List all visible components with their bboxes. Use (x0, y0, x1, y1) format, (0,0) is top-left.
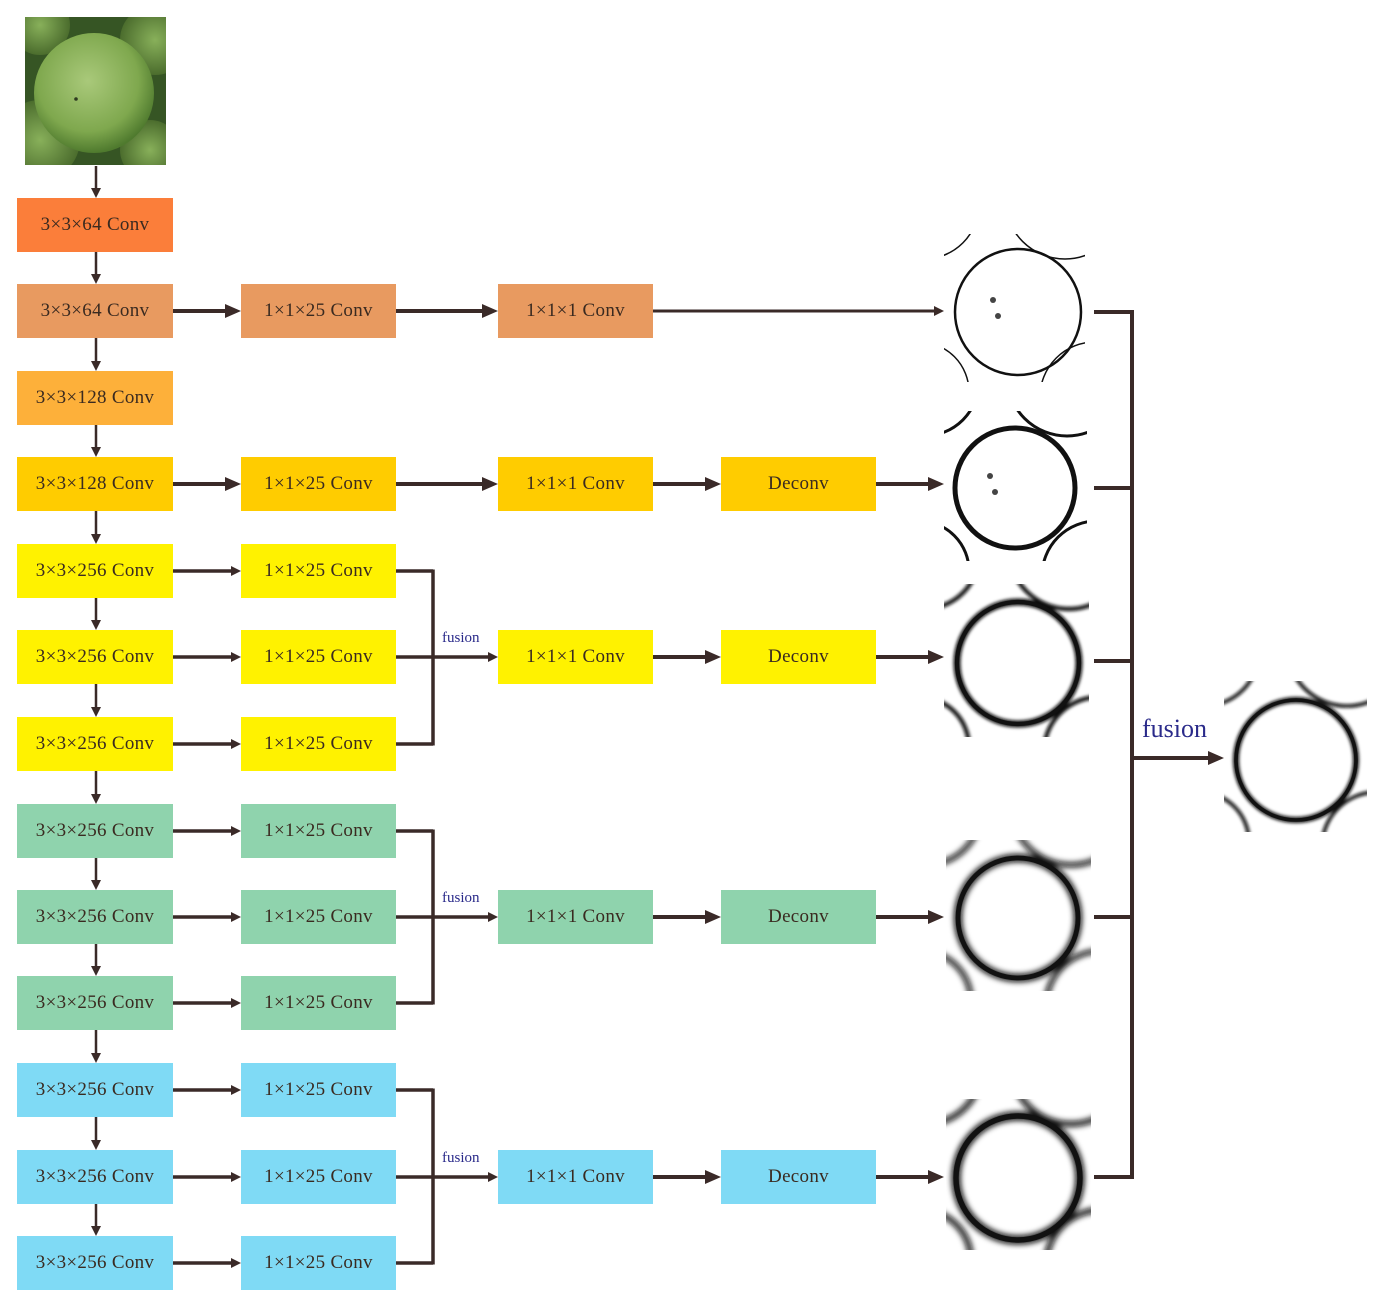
arrowhead (934, 306, 944, 316)
arrowhead (482, 304, 498, 318)
backbone-conv-5: 3×3×256 Conv (17, 544, 173, 598)
score-conv-stage-5: 1×1×1 Conv (498, 1150, 653, 1204)
side-conv-12: 1×1×25 Conv (241, 1150, 396, 1204)
side-conv-5: 1×1×25 Conv (241, 544, 396, 598)
arrowhead (488, 912, 498, 922)
side-conv-11: 1×1×25 Conv (241, 1063, 396, 1117)
arrowhead (928, 477, 944, 491)
side-conv-9: 1×1×25 Conv (241, 890, 396, 944)
arrowhead (91, 188, 101, 198)
arrowhead (928, 650, 944, 664)
side-conv-6: 1×1×25 Conv (241, 630, 396, 684)
arrowhead (231, 1085, 241, 1095)
backbone-conv-6: 3×3×256 Conv (17, 630, 173, 684)
arrowhead (231, 1172, 241, 1182)
side-conv-10: 1×1×25 Conv (241, 976, 396, 1030)
deconv-stage-3: Deconv (721, 630, 876, 684)
backbone-conv-8: 3×3×256 Conv (17, 804, 173, 858)
score-conv-stage-1: 1×1×1 Conv (498, 284, 653, 338)
stage-fusion-label: fusion (442, 630, 480, 646)
arrowhead (91, 274, 101, 284)
arrowhead (231, 566, 241, 576)
score-conv-stage-3: 1×1×1 Conv (498, 630, 653, 684)
arrowhead (231, 998, 241, 1008)
side-output-image-5 (946, 1099, 1091, 1250)
side-output-image-1 (944, 234, 1085, 382)
arrowhead (225, 304, 241, 318)
deconv-stage-4: Deconv (721, 890, 876, 944)
arrowhead (225, 477, 241, 491)
arrowhead (91, 447, 101, 457)
arrowhead (928, 910, 944, 924)
stage-fusion-label: fusion (442, 890, 480, 906)
arrowhead (231, 652, 241, 662)
backbone-conv-10: 3×3×256 Conv (17, 976, 173, 1030)
stage-fusion-label: fusion (442, 1150, 480, 1166)
arrowhead (705, 910, 721, 924)
arrowhead (482, 477, 498, 491)
backbone-conv-9: 3×3×256 Conv (17, 890, 173, 944)
score-conv-stage-2: 1×1×1 Conv (498, 457, 653, 511)
arrowhead (91, 794, 101, 804)
side-conv-4: 1×1×25 Conv (241, 457, 396, 511)
arrowhead (705, 1170, 721, 1184)
arrowhead (488, 652, 498, 662)
arrowhead (488, 1172, 498, 1182)
backbone-conv-1: 3×3×64 Conv (17, 198, 173, 252)
side-conv-13: 1×1×25 Conv (241, 1236, 396, 1290)
arrowhead (231, 739, 241, 749)
side-conv-2: 1×1×25 Conv (241, 284, 396, 338)
arrowhead (91, 1053, 101, 1063)
arrowhead (705, 650, 721, 664)
backbone-conv-4: 3×3×128 Conv (17, 457, 173, 511)
deconv-stage-2: Deconv (721, 457, 876, 511)
arrowhead (91, 620, 101, 630)
backbone-conv-7: 3×3×256 Conv (17, 717, 173, 771)
backbone-conv-13: 3×3×256 Conv (17, 1236, 173, 1290)
arrowhead (928, 1170, 944, 1184)
backbone-conv-2: 3×3×64 Conv (17, 284, 173, 338)
arrowhead (91, 534, 101, 544)
arrowhead (231, 912, 241, 922)
input-fruit-image (25, 17, 166, 165)
arrowhead (91, 361, 101, 371)
side-output-image-2 (944, 411, 1087, 561)
arrowhead (1208, 751, 1224, 765)
arrowhead (91, 1140, 101, 1150)
final-fusion-label: fusion (1142, 714, 1207, 743)
score-conv-stage-4: 1×1×1 Conv (498, 890, 653, 944)
arrowhead (705, 477, 721, 491)
deconv-stage-5: Deconv (721, 1150, 876, 1204)
arrowhead (231, 826, 241, 836)
side-conv-8: 1×1×25 Conv (241, 804, 396, 858)
side-conv-7: 1×1×25 Conv (241, 717, 396, 771)
side-output-image-4 (946, 840, 1091, 991)
side-output-image-3 (944, 584, 1089, 737)
arrowhead (231, 1258, 241, 1268)
arrowhead (91, 880, 101, 890)
arrowhead (91, 966, 101, 976)
backbone-conv-3: 3×3×128 Conv (17, 371, 173, 425)
arrowhead (91, 707, 101, 717)
backbone-conv-12: 3×3×256 Conv (17, 1150, 173, 1204)
arrowhead (91, 1226, 101, 1236)
backbone-conv-11: 3×3×256 Conv (17, 1063, 173, 1117)
fused-output-image (1224, 681, 1367, 832)
